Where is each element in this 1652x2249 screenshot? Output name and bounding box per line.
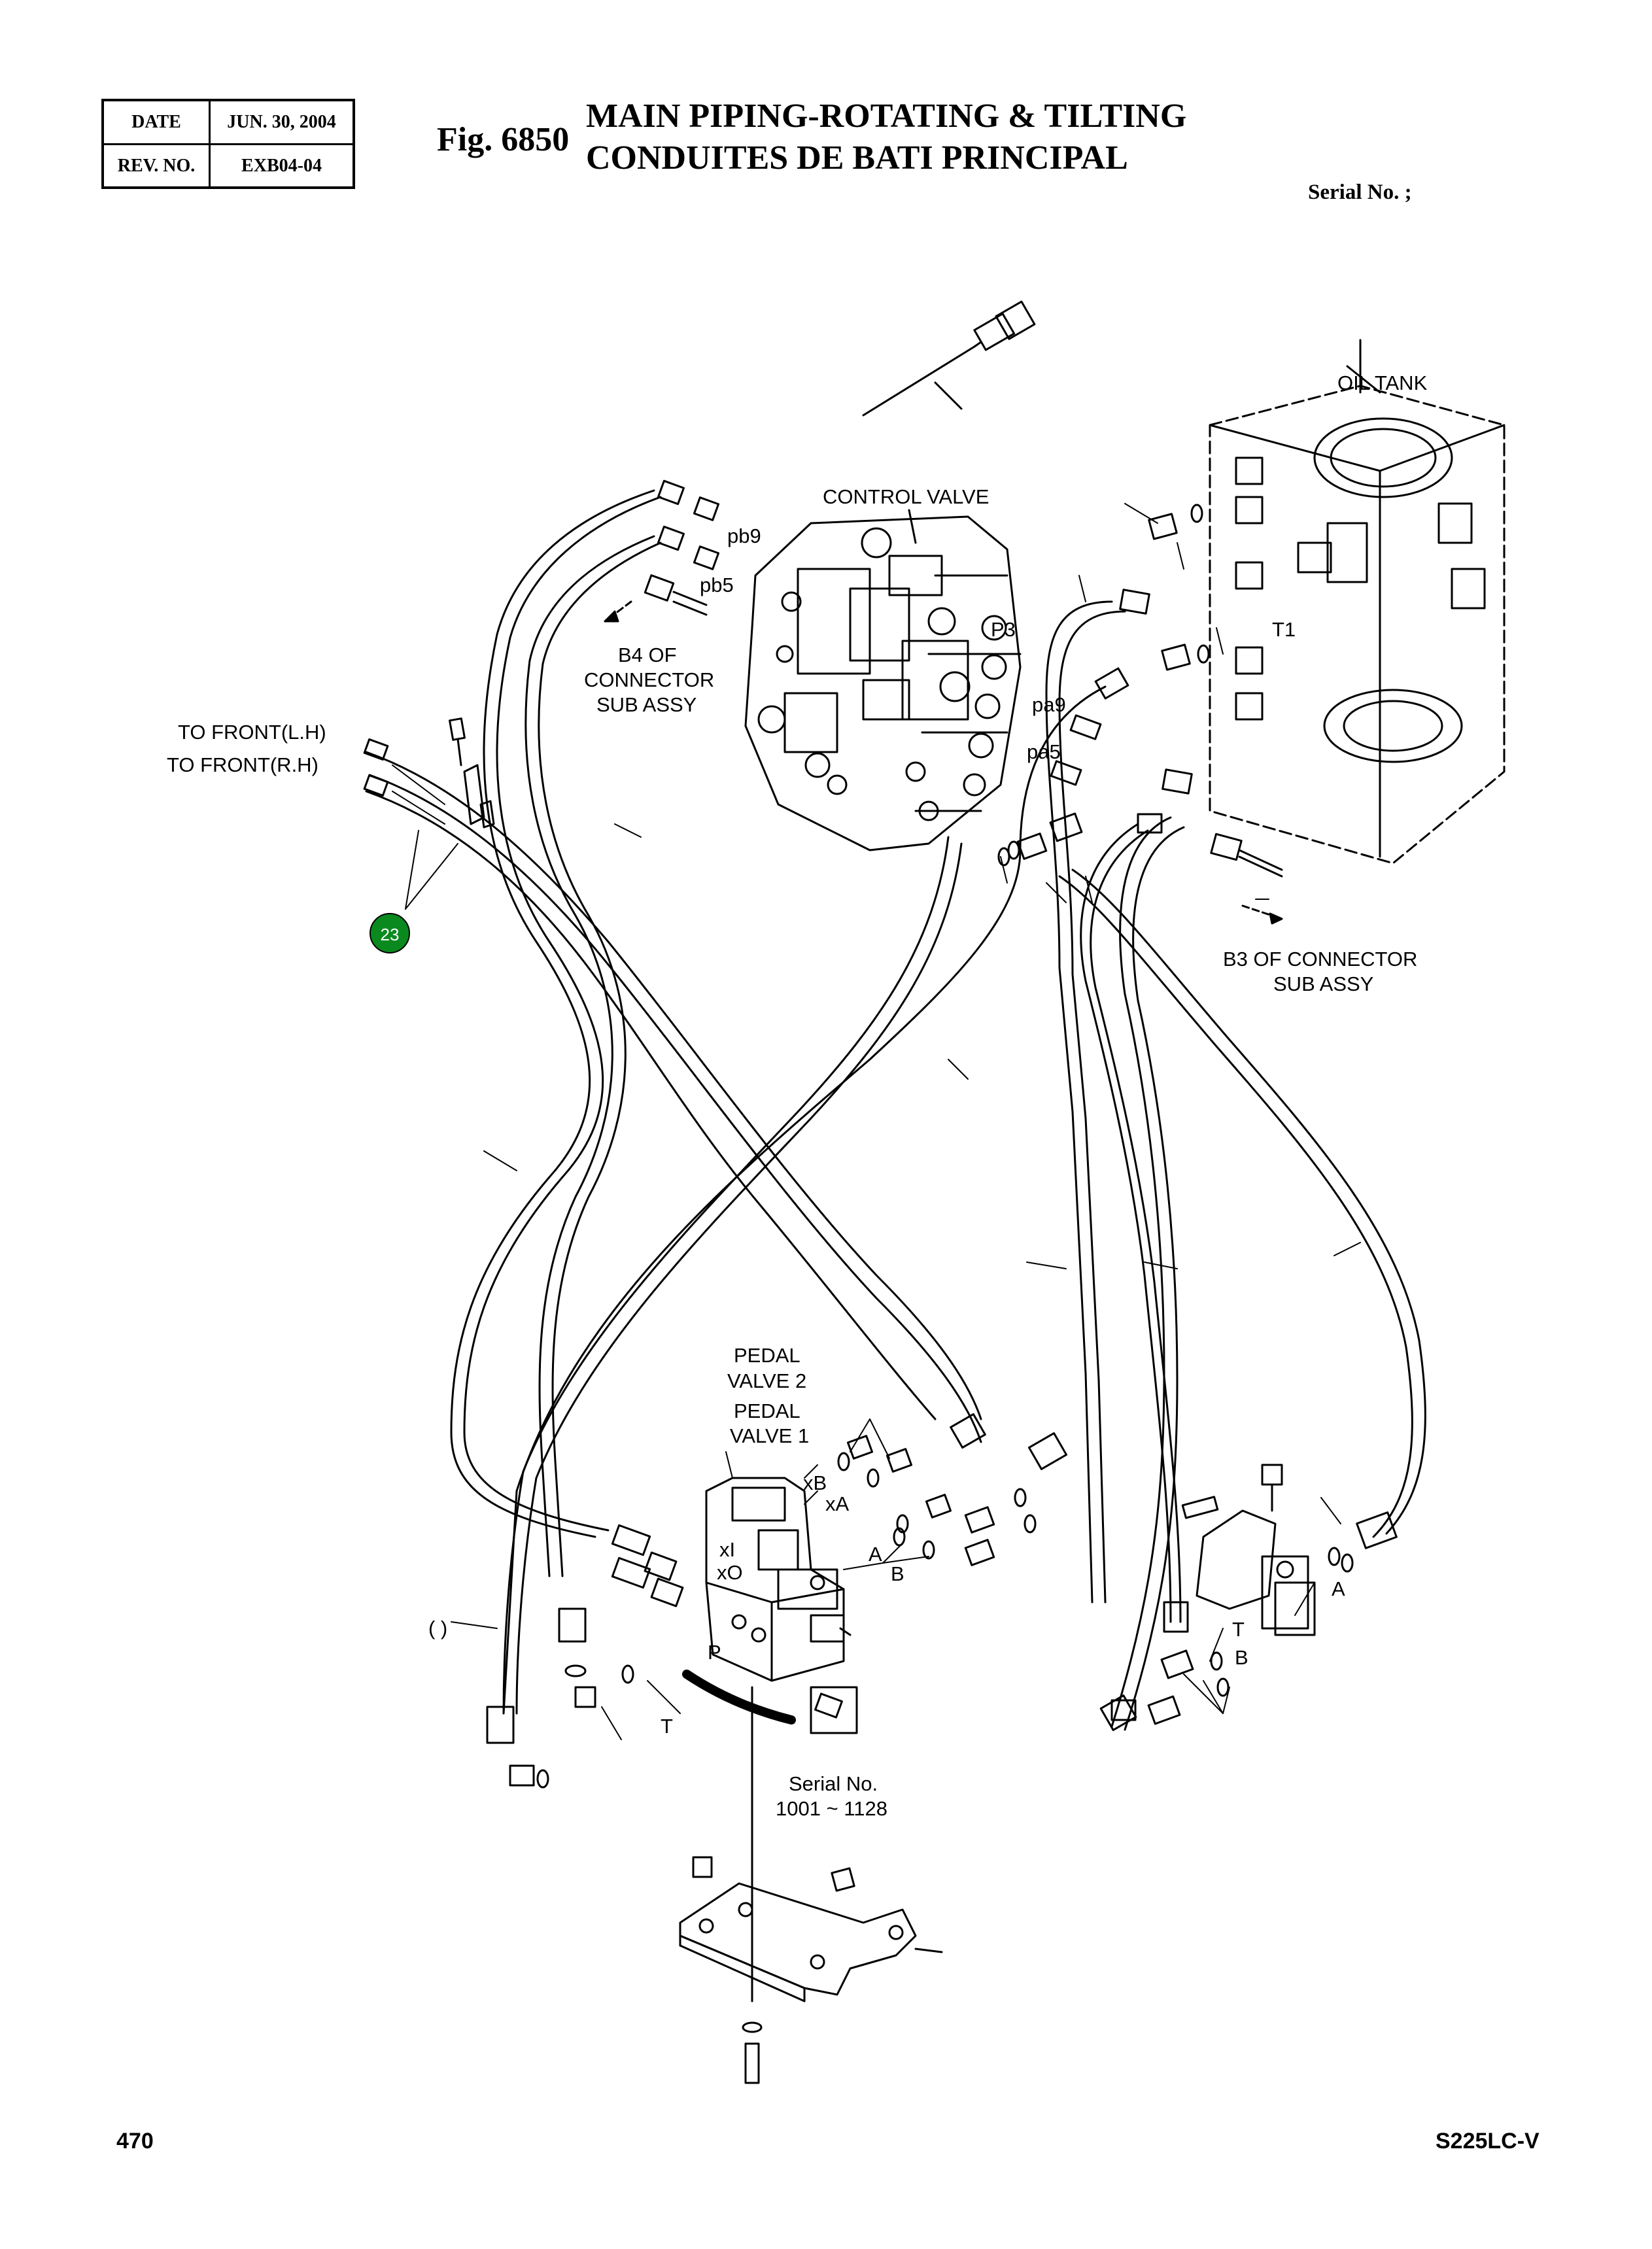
label-b3-line2: SUB ASSY [1273, 972, 1373, 995]
label-t-right: T [1232, 1618, 1245, 1641]
label-t-left: T [661, 1715, 673, 1738]
label-paren: ( ) [428, 1617, 447, 1640]
solenoid-valve-assembly [1110, 1464, 1354, 1725]
date-label: DATE [131, 112, 181, 132]
pilot-fittings-pb [644, 479, 720, 616]
label-b-right: B [1235, 1646, 1248, 1669]
label-p3: P3 [991, 618, 1016, 641]
rev-label: REV. NO. [117, 156, 196, 176]
model-code: S225LC-V [1436, 2129, 1540, 2154]
leader-lines [392, 503, 1361, 1740]
sensor-probe [862, 300, 1036, 417]
hose-clamp [449, 717, 495, 829]
mounting-bracket [679, 1686, 943, 2084]
label-to-front-lh: TO FRONT(L.H) [178, 721, 326, 744]
label-pedal1-line2: VALVE 1 [730, 1424, 809, 1447]
label-pb9: pb9 [727, 524, 761, 547]
label-pa9: pa9 [1032, 693, 1066, 716]
control-valve [744, 509, 1022, 851]
title-french: CONDUITES DE BATI PRINCIPAL [586, 139, 1128, 177]
label-t1: T1 [1272, 618, 1296, 641]
label-a-mid: A [869, 1543, 882, 1566]
label-serial-range: 1001 ~ 1128 [776, 1797, 887, 1820]
serial-label: Serial No. ; [1308, 180, 1412, 204]
direction-arrows [604, 600, 1283, 925]
revision-info-box: DATE JUN. 30, 2004 REV. NO. EXB04-04 [101, 99, 355, 189]
label-control-valve: CONTROL VALVE [823, 485, 989, 508]
label-pedal2-line2: VALVE 2 [727, 1369, 806, 1392]
label-xi: xI [719, 1538, 735, 1561]
info-box-divider-horizontal [104, 143, 353, 145]
label-xo: xO [717, 1561, 743, 1584]
label-pedal2-line1: PEDAL [734, 1344, 800, 1367]
label-pa5: pa5 [1027, 740, 1061, 763]
label-oil-tank: OIL TANK [1337, 371, 1428, 394]
hose-set [365, 489, 1426, 1731]
label-pb5: pb5 [700, 574, 734, 596]
label-b3-line1: B3 OF CONNECTOR [1223, 948, 1417, 970]
label-to-front-rh: TO FRONT(R.H) [167, 753, 318, 776]
callout-23-text: 23 [381, 925, 400, 944]
oil-tank [1209, 339, 1506, 865]
figure-number: Fig. 6850 [437, 121, 570, 158]
label-xb: xB [803, 1471, 827, 1494]
label-pedal1-line1: PEDAL [734, 1399, 800, 1422]
label-b-mid: B [891, 1562, 904, 1585]
label-p: P [708, 1641, 721, 1664]
title-english: MAIN PIPING-ROTATING & TILTING [586, 97, 1187, 135]
hose-end-fittings [363, 589, 1398, 1744]
rev-value: EXB04-04 [241, 156, 322, 176]
label-serial-no: Serial No. [789, 1772, 878, 1795]
pedal-valve-fittings [509, 1435, 1037, 1789]
label-b4-line3: SUB ASSY [596, 693, 697, 716]
label-a-right: A [1332, 1577, 1345, 1600]
pedal-valve [705, 1477, 852, 1682]
tank-fittings [997, 504, 1210, 867]
callout-23: 23 [370, 913, 410, 953]
page-number: 470 [116, 2129, 154, 2154]
label-b4-line2: CONNECTOR [584, 668, 714, 691]
label-b4-line1: B4 OF [618, 644, 677, 666]
date-value: JUN. 30, 2004 [227, 112, 336, 132]
label-xa: xA [825, 1492, 850, 1515]
